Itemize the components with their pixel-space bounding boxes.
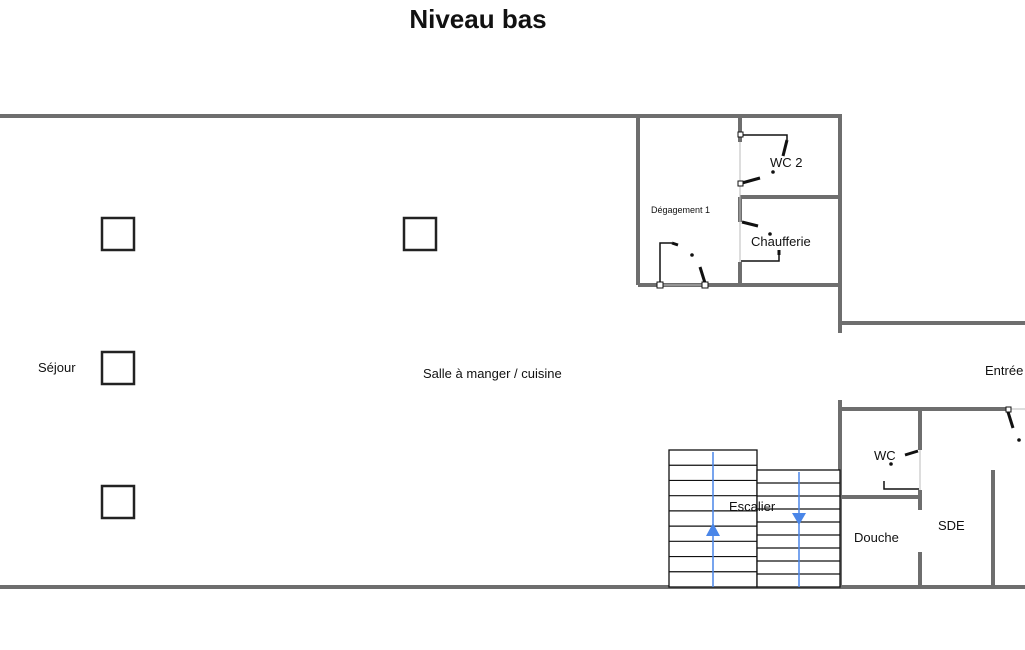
room-label-salle: Salle à manger / cuisine [423, 366, 562, 381]
room-label-douche: Douche [854, 530, 899, 545]
room-label-sde: SDE [938, 518, 965, 533]
staircase [668, 449, 841, 588]
arrow-down-icon [792, 513, 806, 525]
room-label-wc: WC [874, 448, 896, 463]
room-label-sejour: Séjour [38, 360, 76, 375]
arrow-up-icon [706, 523, 720, 536]
room-label-chaufferie: Chaufferie [751, 234, 811, 249]
room-label-degagement: Dégagement 1 [651, 205, 710, 215]
room-label-wc2: WC 2 [770, 155, 803, 170]
walls [0, 114, 1025, 589]
doors [656, 131, 1021, 490]
room-label-entree: Entrée [985, 363, 1023, 378]
room-label-escalier: Escalier [729, 499, 776, 514]
plan-title: Niveau bas [409, 4, 547, 34]
columns [100, 216, 438, 520]
